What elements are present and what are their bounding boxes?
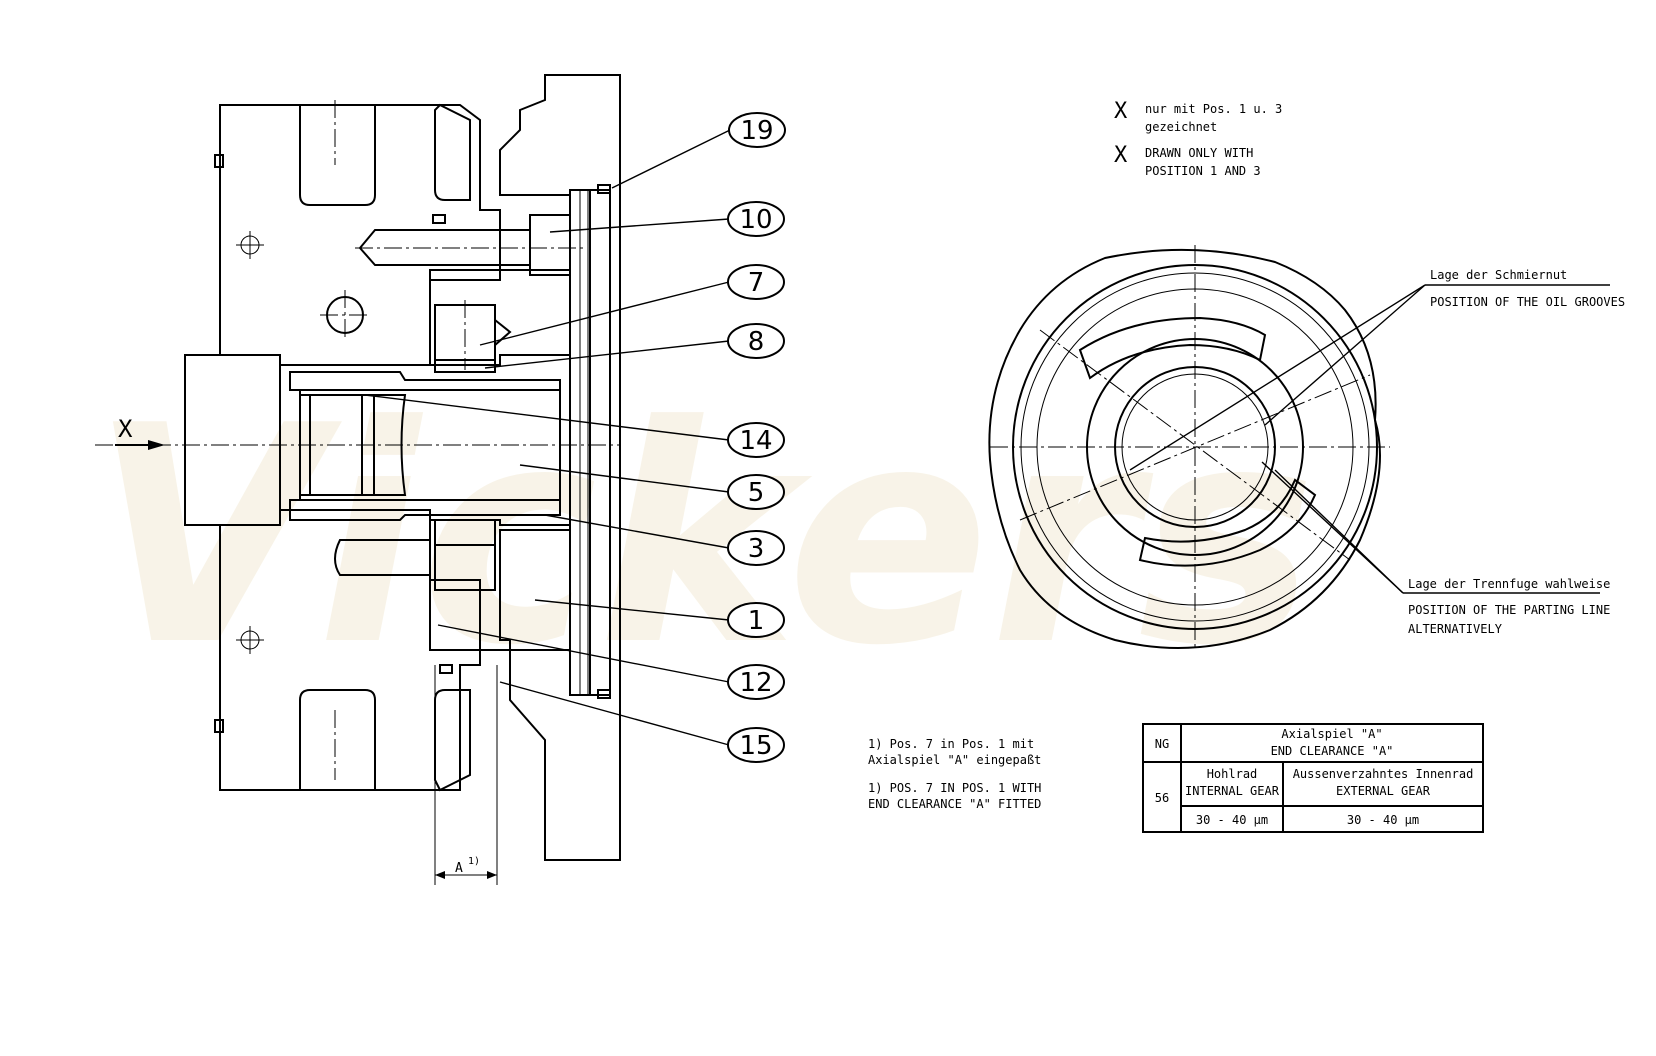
table-col1-de: Hohlrad — [1207, 767, 1258, 781]
table-col2-de: Aussenverzahntes Innenrad — [1293, 767, 1474, 781]
table-col2-value: 30 - 40 µm — [1347, 813, 1419, 827]
parting-line-en-2: ALTERNATIVELY — [1408, 622, 1503, 636]
callout-14-circle — [727, 422, 785, 458]
pin-part-12 — [434, 519, 496, 591]
note-de-line1: nur mit Pos. 1 u. 3 — [1145, 102, 1282, 116]
callout-19: 19 — [740, 116, 773, 146]
callout-1: 1 — [748, 606, 765, 636]
table-ng-header: NG — [1155, 737, 1169, 751]
callout-8: 8 — [748, 327, 765, 357]
callout-14: 14 — [739, 426, 772, 456]
callout-5: 5 — [748, 478, 765, 508]
callout-7: 7 — [748, 268, 765, 298]
parting-line-en-1: POSITION OF THE PARTING LINE — [1408, 603, 1610, 617]
callouts: 19 10 7 8 14 5 3 1 12 15 — [364, 112, 786, 763]
view-x-label: X — [118, 415, 133, 443]
table-axial-de: Axialspiel "A" — [1281, 727, 1382, 741]
footnote-en-1: 1) POS. 7 IN POS. 1 WITH — [868, 781, 1041, 795]
callout-3: 3 — [748, 534, 765, 564]
table-axial-en: END CLEARANCE "A" — [1271, 744, 1394, 758]
callout-15: 15 — [739, 731, 772, 761]
watermark-text: Vickers — [90, 362, 1316, 711]
callout-5-circle — [727, 474, 785, 510]
seal-ring-top — [432, 214, 446, 224]
dimension-a-sup: 1) — [468, 856, 480, 867]
note-de-line2: gezeichnet — [1145, 120, 1217, 134]
oil-groove-label: Lage der Schmiernut POSITION OF THE OIL … — [1430, 268, 1625, 309]
view-x-marker: X — [115, 415, 165, 450]
table-ng-value: 56 — [1155, 791, 1169, 805]
clearance-table: NG Axialspiel "A" END CLEARANCE "A" 56 H… — [1142, 723, 1484, 833]
housing-body — [184, 103, 501, 792]
oil-groove-en: POSITION OF THE OIL GROOVES — [1430, 295, 1625, 309]
callout-12: 12 — [739, 668, 772, 698]
callout-1-circle — [727, 602, 785, 638]
footnote-en-2: END CLEARANCE "A" FITTED — [868, 797, 1041, 811]
table-col1-value: 30 - 40 µm — [1196, 813, 1268, 827]
callout-10: 10 — [739, 205, 772, 235]
callout-8-circle — [727, 323, 785, 359]
table-col2-en: EXTERNAL GEAR — [1336, 784, 1431, 798]
callout-15-circle — [727, 727, 785, 763]
footnote-de-1: 1) Pos. 7 in Pos. 1 mit — [868, 737, 1034, 751]
seal-ring-bottom — [439, 664, 453, 674]
bolt-part-10 — [355, 214, 585, 276]
callout-10-circle — [727, 201, 785, 237]
callout-12-circle — [727, 664, 785, 700]
end-view — [988, 245, 1610, 650]
parting-line-de: Lage der Trennfuge wahlweise — [1408, 577, 1610, 591]
note-symbol-1: X — [1114, 99, 1128, 124]
section-view: A 1) X — [95, 74, 621, 885]
callout-7-circle — [727, 264, 785, 300]
parting-line-label: Lage der Trennfuge wahlweise POSITION OF… — [1408, 577, 1610, 636]
note-symbol-2: X — [1114, 143, 1128, 168]
footnote-de-2: Axialspiel "A" eingepaßt — [868, 753, 1041, 767]
callout-3-circle — [727, 530, 785, 566]
table-col1-en: INTERNAL GEAR — [1185, 784, 1280, 798]
note-en-line2: POSITION 1 AND 3 — [1145, 164, 1261, 178]
view-x-notes: X nur mit Pos. 1 u. 3 gezeichnet X DRAWN… — [1114, 99, 1282, 178]
callout-19-circle — [728, 112, 786, 148]
note-en-line1: DRAWN ONLY WITH — [1145, 146, 1253, 160]
dimension-a: A 1) — [434, 665, 498, 885]
oil-groove-de: Lage der Schmiernut — [1430, 268, 1567, 282]
dimension-a-label: A — [455, 861, 463, 876]
footnote: 1) Pos. 7 in Pos. 1 mit Axialspiel "A" e… — [868, 737, 1041, 811]
